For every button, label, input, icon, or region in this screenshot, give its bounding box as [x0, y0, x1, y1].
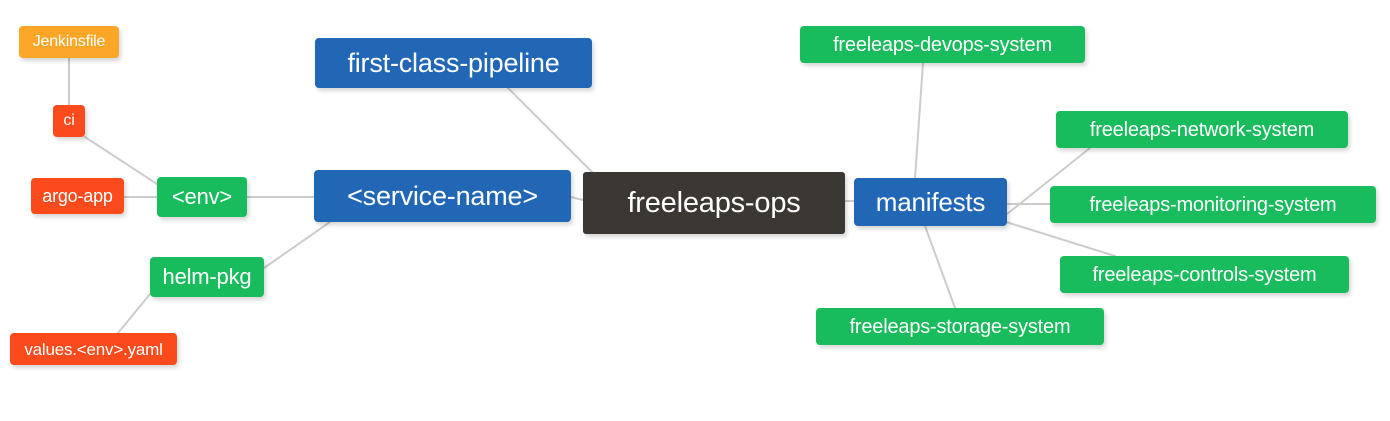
edge-manifests-to-freeleaps-storage-system — [924, 225, 956, 309]
edge-freeleaps-ops-to-first-class-pipeline — [507, 87, 597, 177]
edge-manifests-to-freeleaps-controls-system — [1002, 220, 1116, 257]
edge-helm-pkg-to-values-yaml — [117, 293, 151, 334]
mindmap-node-values-yaml[interactable]: values.<env>.yaml — [10, 333, 177, 365]
mindmap-node-freeleaps-monitoring-system[interactable]: freeleaps-monitoring-system — [1050, 186, 1376, 223]
mindmap-node-manifests[interactable]: manifests — [854, 178, 1007, 226]
mindmap-node-freeleaps-ops[interactable]: freeleaps-ops — [583, 172, 845, 234]
mindmap-node-first-class-pipeline[interactable]: first-class-pipeline — [315, 38, 592, 88]
edge-freeleaps-ops-to-service-name — [570, 196, 584, 201]
edge-manifests-to-freeleaps-devops-system — [914, 62, 924, 179]
mindmap-node-freeleaps-storage-system[interactable]: freeleaps-storage-system — [816, 308, 1104, 345]
mindmap-node-jenkinsfile[interactable]: Jenkinsfile — [19, 26, 119, 58]
mindmap-node-freeleaps-devops-system[interactable]: freeleaps-devops-system — [800, 26, 1085, 63]
mindmap-node-freeleaps-network-system[interactable]: freeleaps-network-system — [1056, 111, 1348, 148]
mindmap-node-service-name[interactable]: <service-name> — [314, 170, 571, 222]
mindmap-node-helm-pkg[interactable]: helm-pkg — [150, 257, 264, 297]
mindmap-node-ci[interactable]: ci — [53, 105, 85, 137]
mindmap-node-argo-app[interactable]: argo-app — [31, 178, 124, 214]
edge-service-name-to-helm-pkg — [263, 221, 331, 269]
mindmap-node-env[interactable]: <env> — [157, 177, 247, 217]
mindmap-node-freeleaps-controls-system[interactable]: freeleaps-controls-system — [1060, 256, 1349, 293]
